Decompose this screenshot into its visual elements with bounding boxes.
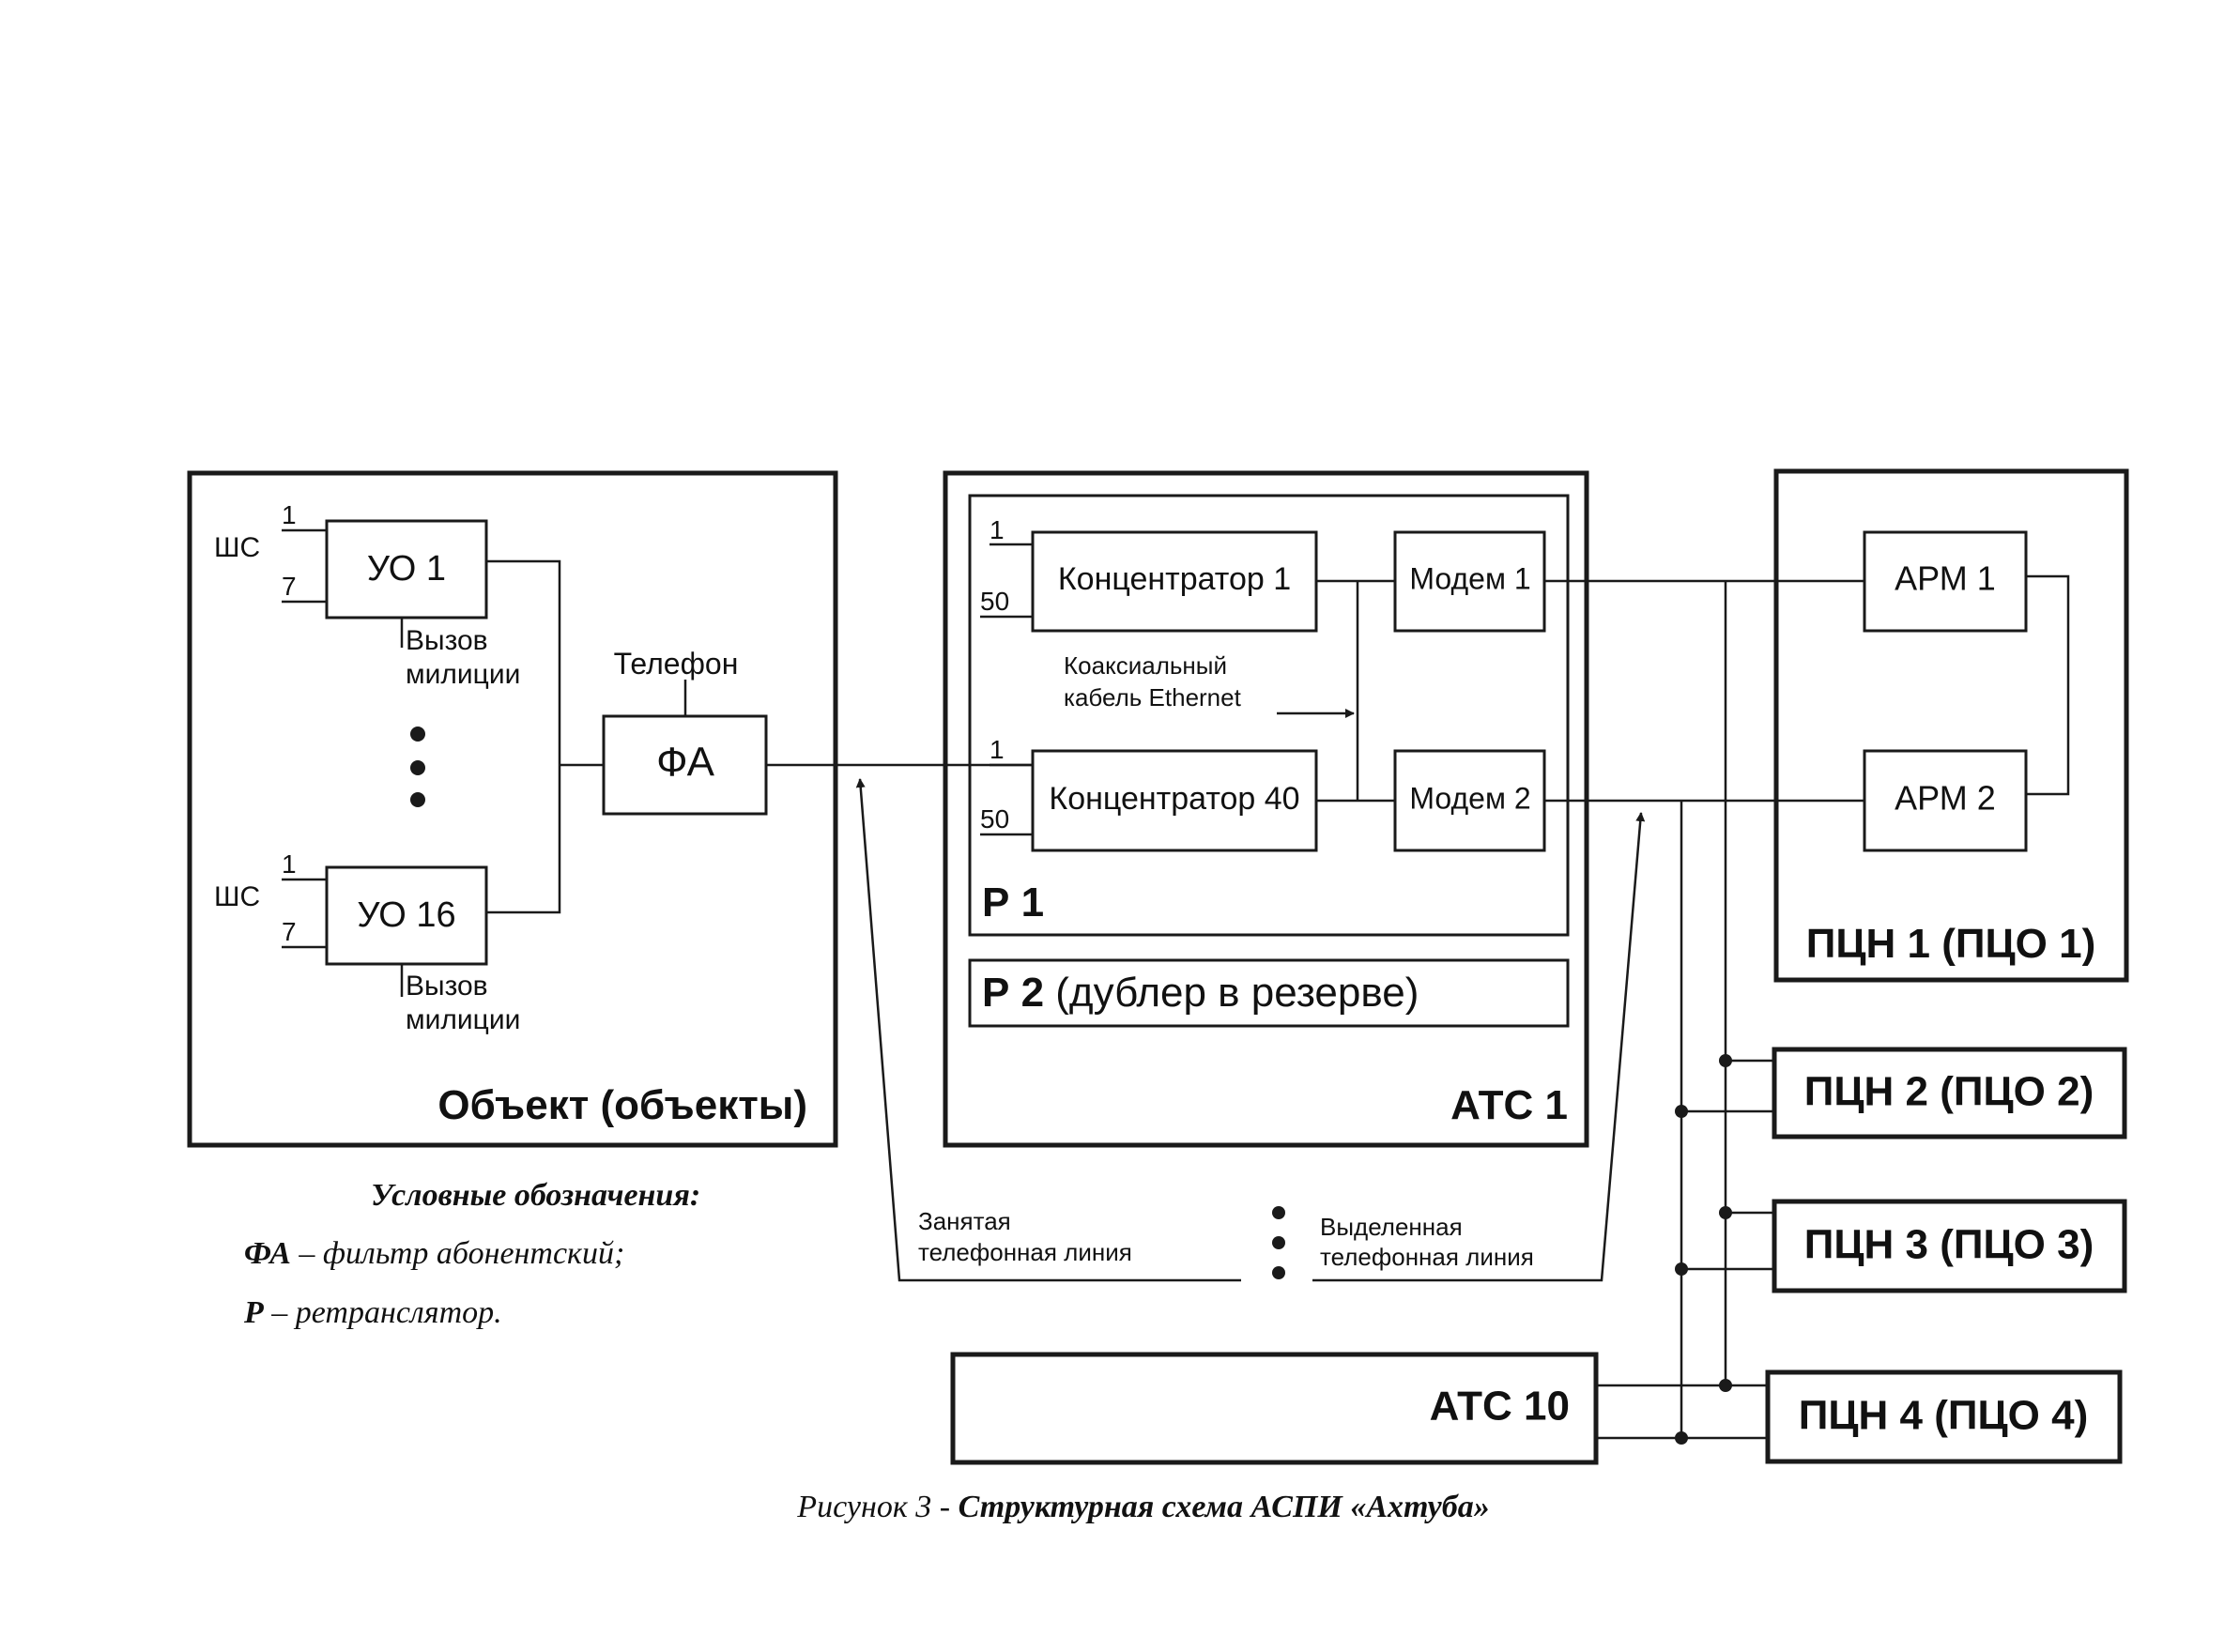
pcn3-block: ПЦН 3 (ПЦО 3) — [1772, 1199, 2127, 1293]
legend-heading: Условные обозначения: — [371, 1178, 700, 1213]
callout-dot-1 — [1272, 1206, 1285, 1219]
uo1-box — [325, 519, 488, 620]
busy-line-label2: телефонная линия — [918, 1238, 1132, 1266]
uo16-loop-label: ШС — [214, 881, 260, 912]
ats10-frame — [950, 1352, 1599, 1465]
dedicated-line-arrow — [1312, 812, 1646, 1282]
ellipsis-dot-1 — [410, 727, 425, 742]
uo1-pin-bottom: 7 — [282, 572, 297, 601]
ats1-frame — [943, 470, 1589, 1148]
figure-caption: Рисунок 3 - Структурная схема АСПИ «Ахту… — [796, 1490, 1489, 1524]
ats1-title: АТС 1 — [1450, 1082, 1568, 1128]
filter-label: ФА — [656, 740, 714, 786]
r1-title: Р 1 — [982, 880, 1044, 925]
legend-item-relay-text: – ретранслятор. — [264, 1295, 502, 1330]
coax-label-line1: Коаксиальный — [1064, 651, 1227, 680]
concentrator40-label: Концентратор 40 — [1049, 781, 1299, 817]
devices-bus — [486, 559, 561, 914]
object-block: Объект (объекты) УО 1 ШС 1 7 Вызов милиц… — [187, 470, 838, 1148]
ellipsis-dot-2 — [410, 760, 425, 775]
busy-line-label1: Занятая — [918, 1207, 1011, 1235]
uo1-label: УО 1 — [367, 549, 446, 589]
dedicated-line-label1: Выделенная — [1320, 1213, 1463, 1241]
arm2-label: АРМ 2 — [1895, 779, 1996, 818]
pcn3-title: ПЦН 3 (ПЦО 3) — [1804, 1222, 2094, 1268]
legend-item-filter: ФА – фильтр абонентский; — [244, 1236, 624, 1271]
uo1-device: УО 1 ШС 1 7 Вызов милиции — [214, 500, 520, 690]
coax-label-line2: кабель Ethernet — [1064, 683, 1242, 711]
uo1-call-line2: милиции — [406, 659, 520, 690]
modem1-label: Модем 1 — [1409, 561, 1530, 595]
concentrator1-label: Концентратор 1 — [1058, 561, 1291, 597]
uo16-call-line1: Вызов — [406, 971, 488, 1002]
concentrator40-pin-top: 1 — [990, 735, 1005, 764]
ellipsis-dot-3 — [410, 792, 425, 807]
arm-link — [2026, 574, 2070, 796]
legend-item-relay: Р – ретранслятор. — [243, 1295, 502, 1330]
arm1-label: АРМ 1 — [1895, 559, 1996, 598]
pcn1-frame — [1773, 468, 2129, 983]
junction-dot — [1675, 1431, 1688, 1445]
concentrator1-pin-top: 1 — [990, 515, 1005, 544]
ats10-title: АТС 10 — [1430, 1384, 1570, 1430]
uo16-device: УО 16 ШС 1 7 Вызов милиции — [214, 849, 520, 1035]
callout-dot-2 — [1272, 1236, 1285, 1249]
object-frame — [187, 470, 838, 1148]
uo16-label: УО 16 — [357, 895, 455, 935]
figure-caption-title: Структурная схема АСПИ «Ахтуба» — [959, 1490, 1490, 1524]
line-callouts: Занятая телефонная линия Выделенная теле… — [855, 778, 1646, 1282]
object-block-title: Объект (объекты) — [437, 1082, 807, 1128]
legend-item-filter-text: – фильтр абонентский; — [291, 1236, 624, 1271]
pcn2-frame — [1772, 1047, 2127, 1140]
junction-dot — [1719, 1379, 1732, 1392]
dedicated-line-label2: телефонная линия — [1320, 1243, 1534, 1271]
r2-title-rest: (дублер в резерве) — [1044, 970, 1419, 1016]
uo16-call-line2: милиции — [406, 1004, 520, 1035]
modem2-label: Модем 2 — [1409, 781, 1530, 815]
junction-dot — [1675, 1105, 1688, 1118]
uo16-pin-bottom: 7 — [282, 917, 297, 946]
junction-dot — [1719, 1054, 1732, 1067]
uo1-loop-label: ШС — [214, 532, 260, 563]
junction-dot — [1675, 1262, 1688, 1276]
r2-title: Р 2 (дублер в резерве) — [982, 970, 1419, 1016]
pcn1-title: ПЦН 1 (ПЦО 1) — [1806, 921, 2095, 967]
trunk-wiring — [1544, 579, 1864, 1445]
r1-frame — [968, 494, 1570, 937]
pcn4-block: ПЦН 4 (ПЦО 4) — [1765, 1369, 2123, 1464]
uo1-call-line1: Вызов — [406, 625, 488, 656]
legend: Условные обозначения: ФА – фильтр абонен… — [243, 1178, 700, 1330]
ats1-block: АТС 1 Р 1 Концентратор 1 1 50 Модем 1 Ко… — [943, 470, 1589, 1148]
r2-title-bold: Р 2 — [982, 970, 1044, 1016]
ats10-block: АТС 10 — [950, 1352, 1599, 1465]
uo1-pin-top: 1 — [282, 500, 297, 529]
legend-item-relay-abbr: Р — [243, 1295, 264, 1330]
r2-frame — [968, 958, 1570, 1028]
pcn3-frame — [1772, 1199, 2127, 1293]
pcn4-title: ПЦН 4 (ПЦО 4) — [1799, 1393, 2088, 1439]
pcn2-title: ПЦН 2 (ПЦО 2) — [1804, 1069, 2094, 1115]
callout-dot-3 — [1272, 1266, 1285, 1279]
pcn2-block: ПЦН 2 (ПЦО 2) — [1772, 1047, 2127, 1140]
busy-line-arrow — [855, 778, 1241, 1282]
concentrator40-pin-bottom: 50 — [980, 804, 1009, 834]
figure-caption-prefix: Рисунок 3 - — [796, 1490, 958, 1524]
uo16-pin-top: 1 — [282, 849, 297, 879]
uo16-box — [325, 865, 488, 966]
legend-item-filter-abbr: ФА — [244, 1236, 291, 1271]
junction-dot — [1719, 1206, 1732, 1219]
pcn4-frame — [1765, 1369, 2123, 1464]
concentrator1-pin-bottom: 50 — [980, 587, 1009, 616]
pcn1-block: ПЦН 1 (ПЦО 1) АРМ 1 АРМ 2 — [1773, 468, 2129, 983]
phone-label: Телефон — [614, 647, 739, 681]
